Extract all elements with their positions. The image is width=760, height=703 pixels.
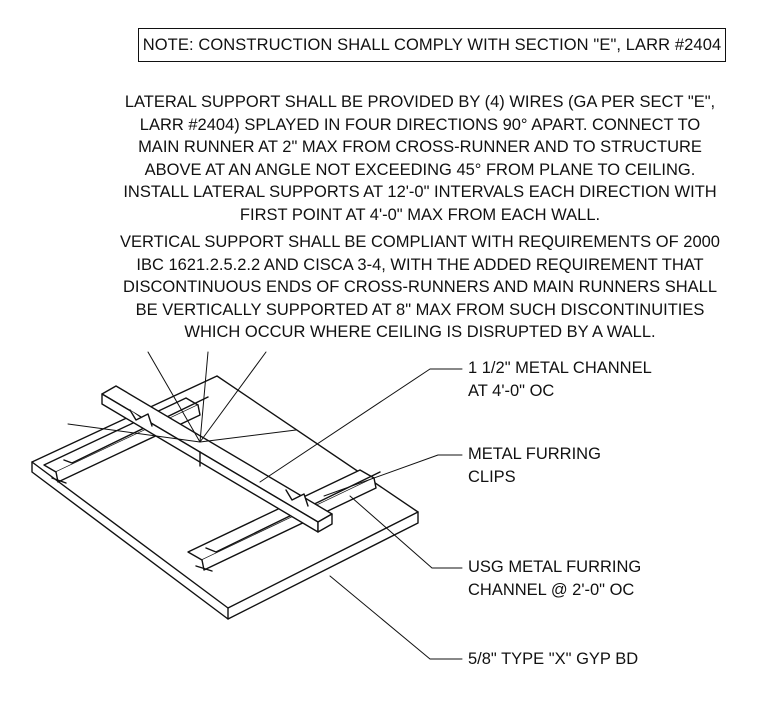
callout-line: 1 1/2" METAL CHANNEL (468, 359, 652, 377)
lateral-support-line: FIRST POINT AT 4'-0" MAX FROM EACH WALL. (239, 205, 601, 224)
vertical-support-line: IBC 1621.2.5.2.2 AND CISCA 3-4, WITH THE… (136, 255, 704, 274)
vertical-support-line: BE VERTICALLY SUPPORTED AT 8" MAX FROM S… (135, 300, 705, 319)
main-metal-channel (101, 385, 333, 533)
callout-furring-clips: METAL FURRING CLIPS (468, 443, 601, 488)
callout-line: AT 4'-0" OC (468, 381, 555, 400)
callout-line: CLIPS (468, 467, 516, 486)
gypsum-board (31, 375, 419, 620)
vertical-support-line: WHICH OCCUR WHERE CEILING IS DISRUPTED B… (184, 323, 656, 341)
callout-line: CHANNEL @ 2'-0" OC (468, 580, 635, 599)
leader-furring-channel (349, 495, 463, 569)
vertical-support-line: VERTICAL SUPPORT SHALL BE COMPLIANT WITH… (120, 233, 720, 251)
vertical-support-line: DISCONTINUOUS ENDS OF CROSS-RUNNERS AND … (122, 278, 718, 296)
callout-line: 5/8" TYPE "X" GYP BD (468, 650, 639, 668)
lateral-support-line: LARR #2404) SPLAYED IN FOUR DIRECTIONS 9… (139, 115, 701, 134)
callout-metal-channel: 1 1/2" METAL CHANNEL AT 4'-0" OC (468, 357, 652, 402)
leader-lines (259, 368, 463, 660)
leader-furring-clips (323, 454, 463, 497)
lateral-support-line: LATERAL SUPPORT SHALL BE PROVIDED BY (4)… (124, 93, 716, 111)
lateral-support-note: LATERAL SUPPORT SHALL BE PROVIDED BY (4)… (90, 91, 750, 226)
callout-gyp-board: 5/8" TYPE "X" GYP BD (468, 648, 638, 671)
construction-note: NOTE: CONSTRUCTION SHALL COMPLY WITH SEC… (142, 35, 722, 54)
construction-note-box: NOTE: CONSTRUCTION SHALL COMPLY WITH SEC… (138, 28, 726, 62)
splay-wires (67, 351, 297, 443)
leader-gyp-board (329, 575, 463, 660)
callout-furring-channel: USG METAL FURRING CHANNEL @ 2'-0" OC (468, 556, 641, 601)
callout-line: USG METAL FURRING (468, 558, 642, 576)
lateral-support-line: MAIN RUNNER AT 2" MAX FROM CROSS-RUNNER … (138, 138, 702, 156)
leader-metal-channel (259, 368, 463, 483)
lateral-support-line: INSTALL LATERAL SUPPORTS AT 12'-0" INTER… (123, 183, 717, 201)
vertical-support-note: VERTICAL SUPPORT SHALL BE COMPLIANT WITH… (90, 231, 750, 344)
lateral-support-line: ABOVE AT AN ANGLE NOT EXCEEDING 45° FROM… (144, 160, 696, 179)
callout-line: METAL FURRING (468, 445, 601, 463)
